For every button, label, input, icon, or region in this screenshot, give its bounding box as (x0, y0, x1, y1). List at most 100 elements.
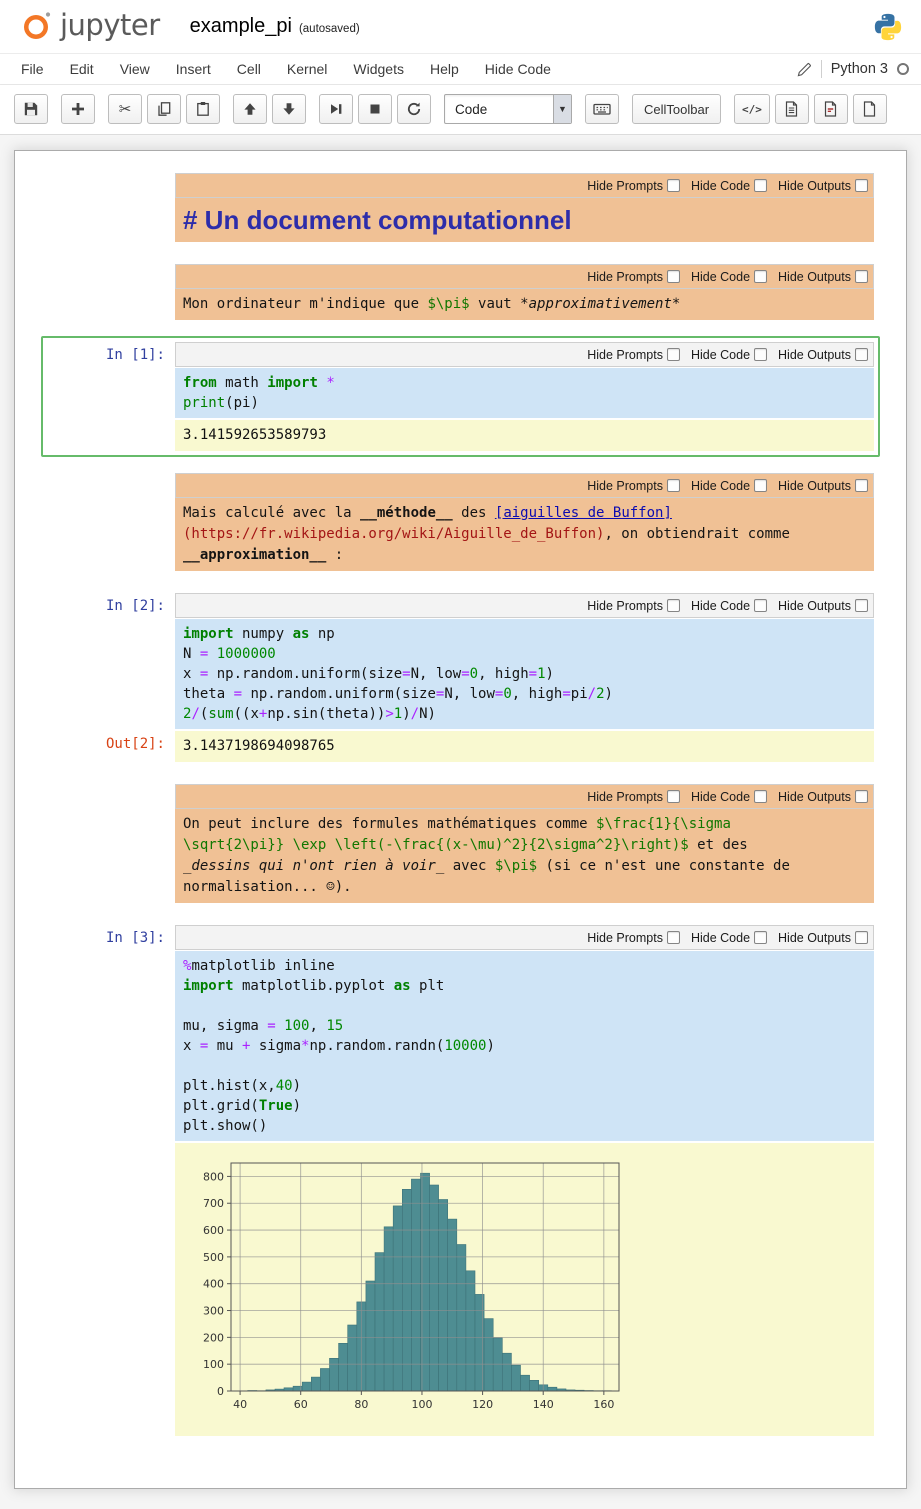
token: np.sin(theta)) (267, 706, 385, 722)
toggle-code-button[interactable]: </> (734, 94, 770, 124)
token: __approximation__ (183, 547, 326, 563)
input-prompt (47, 473, 175, 478)
hide-outputs-checkbox[interactable] (855, 348, 868, 361)
hide-code-checkbox[interactable] (754, 348, 767, 361)
token: * (326, 375, 334, 391)
hide-code-checkbox[interactable] (754, 599, 767, 612)
cell-type-select[interactable]: Code ▼ (444, 94, 572, 124)
hide-prompts-checkbox[interactable] (667, 479, 680, 492)
code-line: N = 1000000 (183, 644, 866, 664)
hide-prompts-checkbox[interactable] (667, 599, 680, 612)
cell-type-value: Code (445, 102, 553, 117)
svg-text:60: 60 (294, 1398, 308, 1411)
hide-code-checkbox[interactable] (754, 479, 767, 492)
export-document-button[interactable] (775, 94, 809, 124)
hide-outputs-checkbox[interactable] (855, 479, 868, 492)
token: (pi) (225, 395, 259, 411)
move-cell-up-button[interactable] (233, 94, 267, 124)
restart-kernel-button[interactable] (397, 94, 431, 124)
token: ) (546, 666, 554, 682)
menu-view[interactable]: View (107, 61, 163, 77)
run-cell-button[interactable] (319, 94, 353, 124)
toolbar-group-celltoolbar: CellToolbar (632, 94, 721, 124)
token: N (183, 646, 200, 662)
hide-outputs-checkbox[interactable] (855, 931, 868, 944)
menu-kernel[interactable]: Kernel (274, 61, 340, 77)
keyboard-icon (593, 101, 611, 117)
hide-prompts-checkbox[interactable] (667, 270, 680, 283)
markdown-line: normalisation... ☺). (183, 877, 866, 898)
token: avec (444, 858, 495, 874)
menu-help[interactable]: Help (417, 61, 472, 77)
celltoolbar-label: Hide Code (691, 790, 750, 804)
token: import (267, 375, 318, 391)
toolbar-group-run (319, 94, 431, 124)
file-blank-icon (862, 101, 877, 117)
celltoolbar-button[interactable]: CellToolbar (632, 94, 721, 124)
hide-code-checkbox[interactable] (754, 270, 767, 283)
code-line: theta = np.random.uniform(size=N, low=0,… (183, 684, 866, 704)
code-input-area[interactable]: from math import *print(pi) (175, 368, 874, 418)
celltoolbar-label: Hide Prompts (587, 179, 663, 193)
arrow-up-icon (242, 101, 258, 117)
menu-hide-code[interactable]: Hide Code (472, 61, 564, 77)
hide-outputs-checkbox[interactable] (855, 599, 868, 612)
token: ) (293, 1078, 301, 1094)
code-line: %matplotlib inline (183, 956, 866, 976)
command-palette-button[interactable] (585, 94, 619, 124)
jupyter-logo[interactable]: jupyter (18, 9, 160, 45)
markdown-source-area[interactable]: # Un document computationnel (175, 198, 874, 242)
plus-icon (70, 101, 86, 117)
input-prompt: In [1]: (47, 342, 175, 363)
notebook-title[interactable]: example_pi (190, 15, 292, 38)
hide-prompts-checkbox[interactable] (667, 790, 680, 803)
code-line (183, 996, 866, 1016)
celltoolbar-label: Hide Prompts (587, 348, 663, 362)
hide-prompts-checkbox[interactable] (667, 348, 680, 361)
hide-prompts-checkbox[interactable] (667, 179, 680, 192)
menu-insert[interactable]: Insert (163, 61, 224, 77)
hide-outputs-checkbox[interactable] (855, 270, 868, 283)
token: , (309, 1018, 326, 1034)
menu-edit[interactable]: Edit (57, 61, 107, 77)
markdown-source-area[interactable]: On peut inclure des formules mathématiqu… (175, 809, 874, 903)
markdown-source-area[interactable]: Mon ordinateur m'indique que $\pi$ vaut … (175, 289, 874, 320)
menu-widgets[interactable]: Widgets (340, 61, 417, 77)
token: matplotlib.pyplot (234, 978, 394, 994)
menu-file[interactable]: File (8, 61, 57, 77)
output-prompt: Out[2]: (47, 731, 175, 752)
menu-cell[interactable]: Cell (224, 61, 274, 77)
move-cell-down-button[interactable] (272, 94, 306, 124)
paste-cell-button[interactable] (186, 94, 220, 124)
token: = (402, 666, 410, 682)
token: plt (411, 978, 445, 994)
insert-cell-below-button[interactable] (61, 94, 95, 124)
new-document-button[interactable] (853, 94, 887, 124)
export-pdf-button[interactable] (814, 94, 848, 124)
token: True (259, 1098, 293, 1114)
hide-outputs-checkbox[interactable] (855, 179, 868, 192)
hide-code-checkbox[interactable] (754, 179, 767, 192)
token: normalisation... ☺). (183, 879, 352, 895)
cut-cell-button[interactable]: ✂ (108, 94, 142, 124)
token: (https://fr.wikipedia.org/wiki/Aiguille_… (183, 526, 604, 542)
copy-cell-button[interactable] (147, 94, 181, 124)
interrupt-kernel-button[interactable] (358, 94, 392, 124)
hide-prompts-checkbox[interactable] (667, 931, 680, 944)
save-button[interactable] (14, 94, 48, 124)
markdown-source-area[interactable]: Mais calculé avec la __méthode__ des [ai… (175, 498, 874, 571)
hide-code-checkbox[interactable] (754, 790, 767, 803)
hide-outputs-checkbox[interactable] (855, 790, 868, 803)
hide-code-checkbox[interactable] (754, 931, 767, 944)
code-line: plt.grid(True) (183, 1096, 866, 1116)
